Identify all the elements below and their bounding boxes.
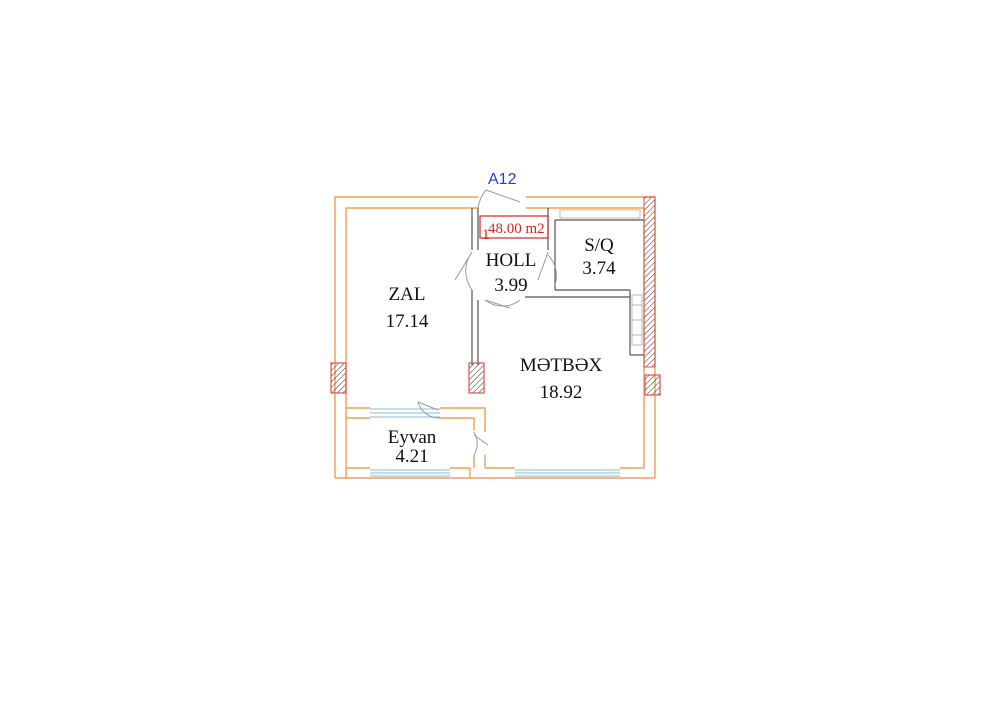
- room-name-zal: ZAL: [389, 284, 426, 305]
- column-right: [644, 374, 661, 396]
- doors: [417, 189, 557, 456]
- total-area: 48.00 m2: [488, 221, 545, 237]
- room-name-sq: S/Q: [584, 235, 614, 256]
- total-area-box: [479, 215, 549, 239]
- columns: [330, 196, 661, 396]
- column-mid: [468, 362, 485, 394]
- room-name-metbex: MƏTBƏX: [520, 355, 603, 376]
- room-area-eyvan: 4.21: [395, 446, 428, 467]
- column-right-top: [643, 196, 656, 368]
- column-left: [330, 362, 347, 394]
- unit-code: A12: [488, 171, 517, 188]
- windows: [370, 408, 620, 477]
- room-area-zal: 17.14: [386, 311, 429, 332]
- room-area-sq: 3.74: [582, 258, 616, 279]
- total-area-prefix: 1: [482, 227, 490, 243]
- room-name-eyvan: Eyvan: [388, 427, 437, 448]
- room-area-metbex: 18.92: [540, 382, 583, 403]
- room-area-holl: 3.99: [494, 275, 527, 296]
- room-name-holl: HOLL: [486, 250, 537, 271]
